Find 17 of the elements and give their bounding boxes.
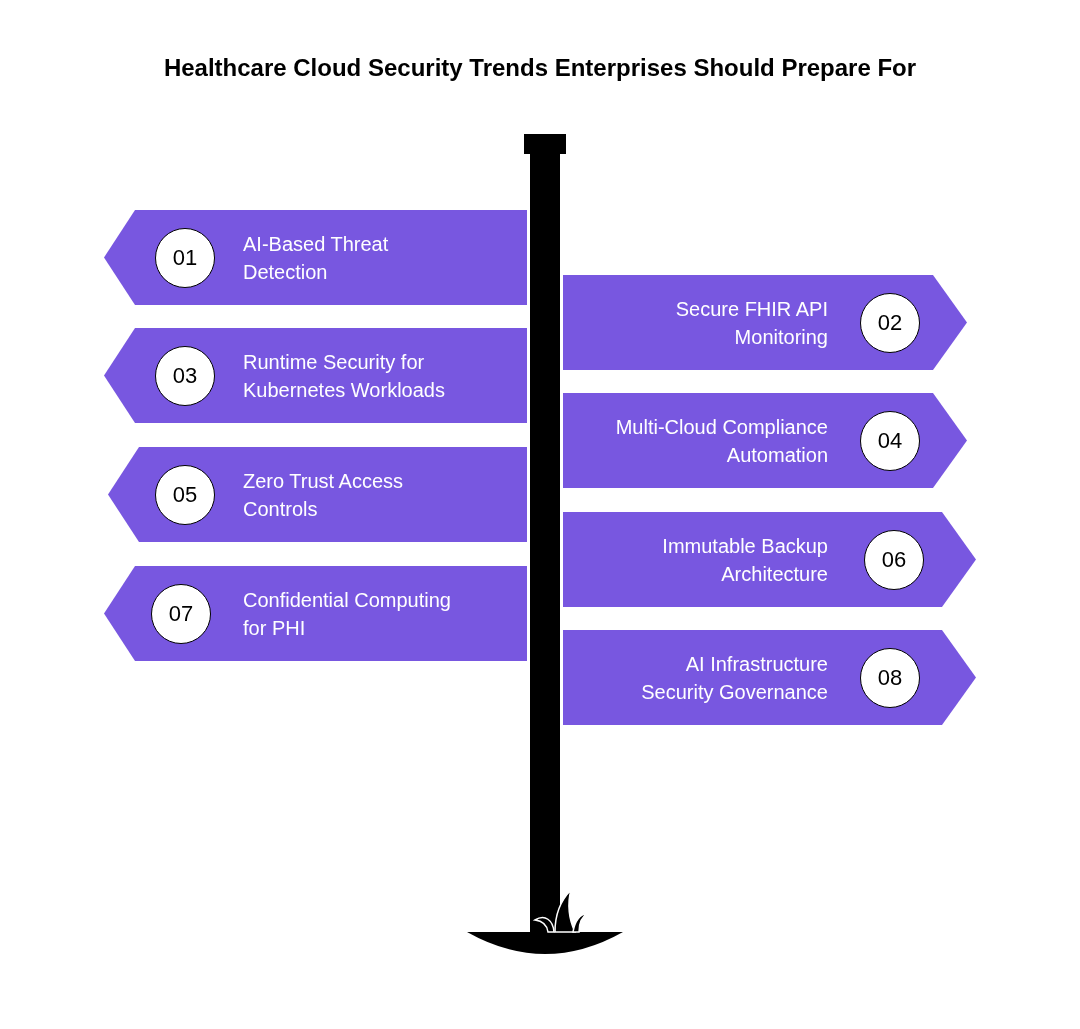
sign-text: Immutable Backup Architecture bbox=[661, 533, 828, 587]
sign-text: Runtime Security for Kubernetes Workloads bbox=[243, 349, 446, 403]
arrow-sign bbox=[563, 512, 976, 607]
arrow-sign bbox=[563, 393, 967, 488]
sign-text: AI-Based Threat Detection bbox=[243, 231, 390, 285]
sign-text: Multi-Cloud Compliance Automation bbox=[614, 414, 828, 468]
title: Healthcare Cloud Security Trends Enterprises Should Prepare For bbox=[163, 53, 917, 83]
arrow-sign bbox=[104, 566, 527, 661]
arrow-sign bbox=[104, 210, 527, 305]
sign-text: Zero Trust Access Controls bbox=[243, 468, 405, 522]
sign-text: Secure FHIR API Monitoring bbox=[674, 296, 828, 350]
arrow-sign bbox=[108, 447, 527, 542]
sign-text: Confidential Computing for PHI bbox=[243, 587, 452, 641]
sign-text: AI Infrastructure Security Governance bbox=[640, 651, 828, 705]
arrow-sign bbox=[563, 275, 967, 370]
arrow-sign bbox=[563, 630, 976, 725]
arrow-sign bbox=[104, 328, 527, 423]
